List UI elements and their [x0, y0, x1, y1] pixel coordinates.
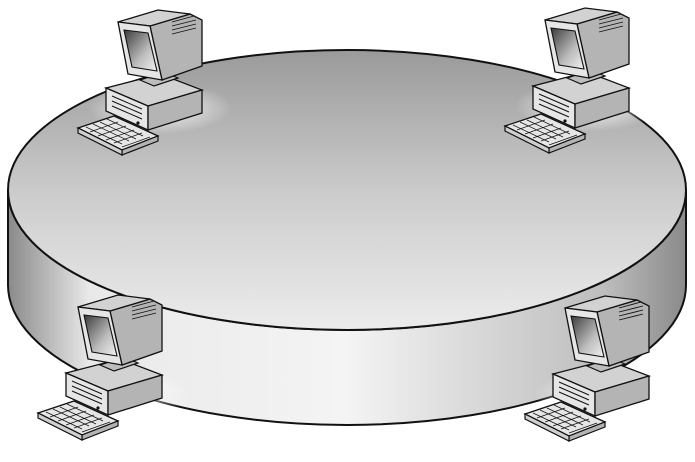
- ring-network-diagram: [0, 0, 695, 462]
